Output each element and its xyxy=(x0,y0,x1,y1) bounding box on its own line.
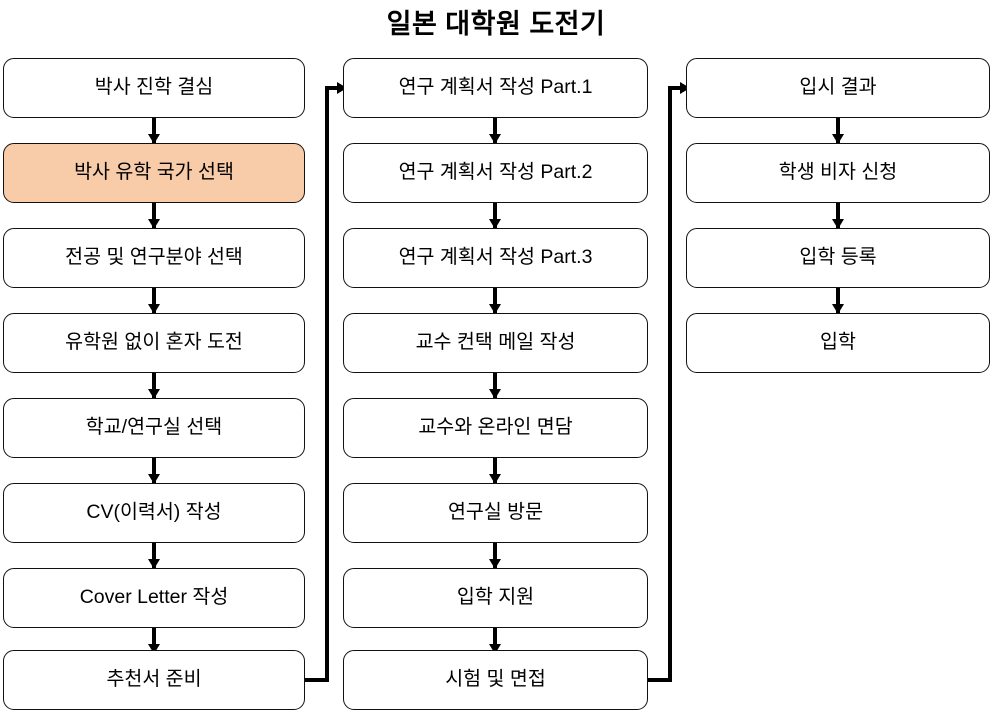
connector-col2-7-to-8 xyxy=(493,628,497,653)
node-col1-6[interactable]: CV(이력서) 작성 xyxy=(3,483,305,543)
node-label: Cover Letter 작성 xyxy=(79,586,229,609)
node-label: 입학 등록 xyxy=(799,246,877,269)
connector-col2-4-to-5 xyxy=(493,373,497,398)
wrap-connector-col1-to-col2-segment-h-out xyxy=(305,678,329,682)
node-col1-1[interactable]: 박사 진학 결심 xyxy=(3,58,305,118)
connector-col1-2-to-3 xyxy=(152,203,156,228)
wrap-connector-col1-to-col2-segment-h-in xyxy=(325,86,346,90)
node-col1-3[interactable]: 전공 및 연구분야 선택 xyxy=(3,228,305,288)
connector-col1-5-to-6 xyxy=(152,458,156,483)
node-col2-7[interactable]: 입학 지원 xyxy=(343,568,648,628)
node-col3-4[interactable]: 입학 xyxy=(686,313,990,373)
node-label: 연구 계획서 작성 Part.1 xyxy=(398,76,593,99)
node-col2-1[interactable]: 연구 계획서 작성 Part.1 xyxy=(343,58,648,118)
connector-col2-1-to-2 xyxy=(493,118,497,143)
node-col2-2[interactable]: 연구 계획서 작성 Part.2 xyxy=(343,143,648,203)
wrap-connector-col2-to-col3-segment-h-in xyxy=(668,86,689,90)
node-label: 전공 및 연구분야 선택 xyxy=(65,246,243,269)
connector-col1-7-to-8 xyxy=(152,628,156,653)
wrap-connector-col2-to-col3-segment-h-out xyxy=(648,678,672,682)
node-label: 입시 결과 xyxy=(799,76,877,99)
page-title: 일본 대학원 도전기 xyxy=(386,9,606,39)
connector-col2-2-to-3 xyxy=(493,203,497,228)
node-label: 학생 비자 신청 xyxy=(778,161,898,184)
wrap-connector-col2-to-col3-segment-v xyxy=(668,88,672,680)
node-col1-2[interactable]: 박사 유학 국가 선택 xyxy=(3,143,305,203)
node-label: 유학원 없이 혼자 도전 xyxy=(65,331,243,354)
node-col3-3[interactable]: 입학 등록 xyxy=(686,228,990,288)
wrap-connector-col1-to-col2-segment-v xyxy=(325,88,329,680)
node-col2-4[interactable]: 교수 컨택 메일 작성 xyxy=(343,313,648,373)
node-label: 연구실 방문 xyxy=(447,501,544,524)
connector-col3-1-to-2 xyxy=(836,118,840,143)
node-label: 박사 유학 국가 선택 xyxy=(74,161,234,184)
node-col3-1[interactable]: 입시 결과 xyxy=(686,58,990,118)
node-col2-6[interactable]: 연구실 방문 xyxy=(343,483,648,543)
connector-col2-3-to-4 xyxy=(493,288,497,313)
connector-col2-6-to-7 xyxy=(493,543,497,568)
node-col3-2[interactable]: 학생 비자 신청 xyxy=(686,143,990,203)
node-label: 입학 지원 xyxy=(456,586,535,609)
node-label: 연구 계획서 작성 Part.3 xyxy=(398,246,593,269)
connector-col1-4-to-5 xyxy=(152,373,156,398)
node-col1-5[interactable]: 학교/연구실 선택 xyxy=(3,398,305,458)
connector-col1-6-to-7 xyxy=(152,543,156,568)
node-col1-4[interactable]: 유학원 없이 혼자 도전 xyxy=(3,313,305,373)
node-label: 추천서 준비 xyxy=(106,668,202,691)
connector-col3-2-to-3 xyxy=(836,203,840,228)
node-label: 입학 xyxy=(820,331,856,354)
node-label: 교수와 온라인 면담 xyxy=(418,416,573,439)
connector-col3-3-to-4 xyxy=(836,288,840,313)
node-col2-8[interactable]: 시험 및 면접 xyxy=(343,650,648,710)
node-label: 연구 계획서 작성 Part.2 xyxy=(398,161,593,184)
node-label: 시험 및 면접 xyxy=(445,668,546,691)
node-label: 박사 진학 결심 xyxy=(94,76,214,99)
node-label: 교수 컨택 메일 작성 xyxy=(415,331,576,354)
node-col2-5[interactable]: 교수와 온라인 면담 xyxy=(343,398,648,458)
connector-col1-1-to-2 xyxy=(152,118,156,143)
node-label: CV(이력서) 작성 xyxy=(86,501,222,524)
node-col1-8[interactable]: 추천서 준비 xyxy=(3,650,305,710)
connector-col2-5-to-6 xyxy=(493,458,497,483)
node-label: 학교/연구실 선택 xyxy=(85,416,223,439)
connector-col1-3-to-4 xyxy=(152,288,156,313)
node-col1-7[interactable]: Cover Letter 작성 xyxy=(3,568,305,628)
node-col2-3[interactable]: 연구 계획서 작성 Part.3 xyxy=(343,228,648,288)
